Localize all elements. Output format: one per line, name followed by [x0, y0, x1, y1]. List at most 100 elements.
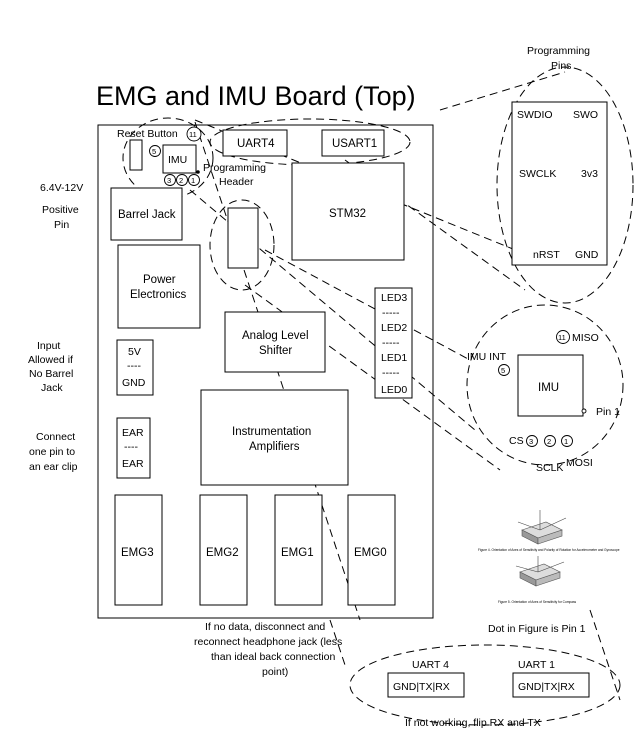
imu-zoom-pins: 3 2 1 — [526, 435, 573, 447]
svg-text:Pin: Pin — [54, 219, 69, 231]
instrumentation-amplifiers-label-2: Amplifiers — [249, 441, 300, 453]
instrumentation-amplifiers — [200, 389, 349, 486]
svg-text:than ideal back connection: than ideal back connection — [211, 651, 335, 663]
svg-text:one pin to: one pin to — [29, 446, 75, 458]
five-v-sep: ---- — [127, 360, 141, 372]
svg-text:No Barrel: No Barrel — [29, 368, 73, 380]
power-electronics — [117, 244, 201, 329]
ear-label-top: EAR — [122, 427, 144, 439]
emg0-connector — [347, 494, 396, 606]
analog-level-shifter — [224, 311, 326, 373]
imu-int-label: IMU INT — [467, 351, 507, 363]
ear-header — [116, 417, 151, 479]
power-electronics-label: Power — [143, 274, 176, 286]
svg-text:LED1: LED1 — [381, 352, 407, 364]
pin-5-marker: 5 — [149, 145, 161, 157]
barrel-jack-label: Barrel Jack — [118, 209, 176, 221]
svg-text:1: 1 — [191, 176, 195, 185]
svg-text:-----: ----- — [382, 307, 400, 319]
orientation-figure: Figure 4. Orientation of Axes of Sensiti… — [478, 510, 620, 604]
uart1-zoom-pins — [512, 672, 590, 698]
barrel-jack — [110, 187, 183, 241]
reset-button[interactable] — [129, 139, 143, 171]
svg-text:2: 2 — [547, 437, 551, 446]
svg-text:3: 3 — [529, 437, 533, 446]
programming-header — [227, 207, 259, 269]
imu-chip-label: IMU — [168, 154, 187, 166]
svg-text:Connect: Connect — [36, 431, 75, 443]
analog-level-shifter-label: Analog Level — [242, 330, 309, 342]
imu-zoom-pin1-dot — [581, 408, 587, 414]
imu-pin1-dot — [196, 170, 200, 174]
svg-text:2: 2 — [179, 176, 183, 185]
five-v-header — [116, 339, 154, 396]
flip-rx-tx-note: If not working, flip RX and TX — [405, 717, 541, 729]
imu-sclk-label: SCLK — [536, 462, 563, 474]
svg-text:Pins: Pins — [551, 60, 571, 72]
svg-text:-----: ----- — [382, 367, 400, 379]
programming-header-callout — [209, 199, 275, 291]
uart4-zoom-pin-text: GND|TX|RX — [393, 681, 450, 693]
emg2-connector — [199, 494, 248, 606]
ear-label-bottom: EAR — [122, 458, 144, 470]
imu-zoom-callout — [466, 304, 624, 466]
imu-cs-label: CS — [509, 435, 524, 447]
voltage-note: 6.4V-12V Positive Pin — [40, 182, 83, 231]
pin-3v3: 3v3 — [581, 168, 598, 180]
svg-text:Allowed if: Allowed if — [28, 354, 73, 366]
programming-pins-box — [511, 101, 608, 266]
uart1-zoom-pin-text: GND|TX|RX — [518, 681, 575, 693]
svg-text:5: 5 — [501, 366, 505, 375]
pin-nrst: nRST — [533, 249, 560, 261]
programming-header-label: Programming — [203, 162, 266, 174]
uart-zoom-callout — [349, 644, 621, 726]
svg-text:Input: Input — [37, 340, 60, 352]
imu-pin1-label: Pin 1 — [596, 406, 620, 418]
orientation-figure-4 — [517, 510, 567, 545]
uart1-zoom-label: UART 1 — [518, 659, 555, 671]
ear-clip-note: Connect one pin to an ear clip — [29, 431, 78, 473]
power-electronics-label-2: Electronics — [130, 289, 186, 301]
emg0-label: EMG0 — [354, 547, 387, 559]
svg-text:11: 11 — [558, 333, 566, 342]
figure-5-caption: Figure 5. Orientation of Axes of Sensiti… — [498, 600, 577, 604]
stm32-label: STM32 — [329, 208, 366, 220]
svg-text:11: 11 — [189, 130, 197, 139]
pin-gnd: GND — [575, 249, 599, 261]
svg-text:Jack: Jack — [41, 382, 63, 394]
svg-text:If no data, disconnect and: If no data, disconnect and — [205, 621, 325, 633]
emg3-connector — [114, 494, 163, 606]
orientation-figure-5 — [515, 556, 565, 587]
pin-swdio: SWDIO — [517, 109, 553, 121]
svg-text:point): point) — [262, 666, 288, 678]
imu-miso-pin: 11 MISO — [556, 330, 599, 344]
analog-level-shifter-label-2: Shifter — [259, 345, 292, 357]
emg1-label: EMG1 — [281, 547, 314, 559]
imu-zoom-label: IMU — [538, 382, 559, 394]
uart4-label: UART4 — [237, 138, 275, 150]
imu-int-pin: 5 — [498, 364, 510, 376]
reset-button-label: Reset Button — [117, 128, 178, 140]
svg-text:5: 5 — [152, 147, 156, 156]
svg-text:an ear clip: an ear clip — [29, 461, 78, 473]
pin1-dot-note: Dot in Figure is Pin 1 — [488, 623, 586, 635]
svg-text:LED0: LED0 — [381, 384, 407, 396]
input-allowed-note: Input Allowed if No Barrel Jack — [28, 340, 73, 394]
svg-text:LED3: LED3 — [381, 292, 407, 304]
usart1-header — [321, 129, 385, 157]
svg-text:6.4V-12V: 6.4V-12V — [40, 182, 83, 194]
imu-zoom-chip — [517, 354, 584, 417]
programming-header-label-2: Header — [219, 176, 254, 188]
svg-text:LED2: LED2 — [381, 322, 407, 334]
svg-text:1: 1 — [564, 437, 568, 446]
page-title: EMG and IMU Board (Top) — [96, 81, 416, 111]
pin-swclk: SWCLK — [519, 168, 556, 180]
led-header — [374, 287, 413, 399]
programming-pins-callout — [496, 66, 634, 304]
uart4-zoom-label: UART 4 — [412, 659, 449, 671]
svg-text:reconnect headphone jack (less: reconnect headphone jack (less — [194, 636, 342, 648]
svg-text:Programming: Programming — [527, 45, 590, 57]
usart1-label: USART1 — [332, 138, 377, 150]
svg-text:Positive: Positive — [42, 204, 79, 216]
